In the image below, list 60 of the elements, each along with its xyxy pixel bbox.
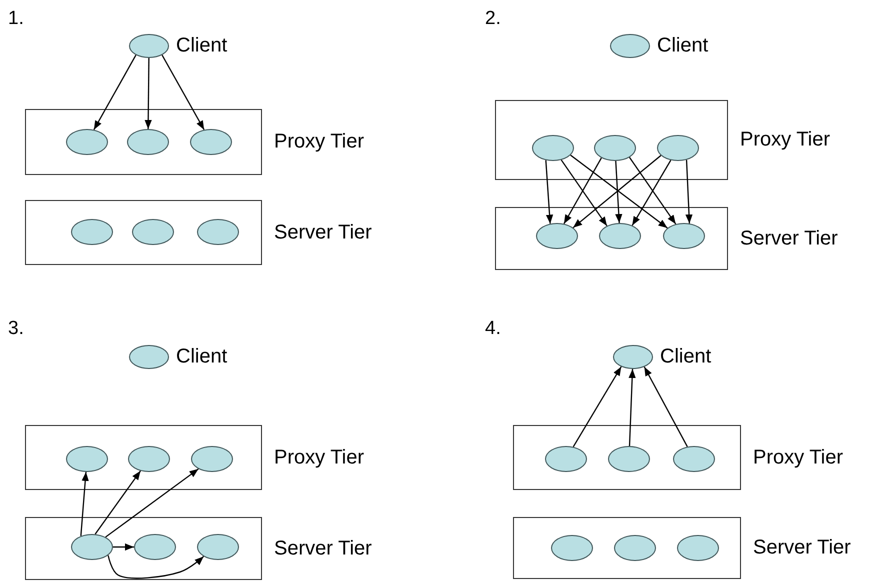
node-ellipse	[594, 135, 636, 161]
arrow	[80, 472, 89, 536]
node-ellipse	[128, 446, 170, 472]
arrow	[162, 54, 205, 130]
arrow	[572, 366, 622, 448]
node-ellipse	[610, 34, 650, 58]
panel-number: 4.	[485, 318, 501, 340]
tier-label: Proxy Tier	[274, 130, 364, 154]
panel-number: 3.	[8, 318, 24, 340]
node-ellipse	[66, 446, 108, 472]
arrow	[545, 160, 554, 224]
node-ellipse	[129, 345, 169, 369]
tier-label: Proxy Tier	[740, 128, 830, 152]
node-ellipse	[608, 446, 650, 472]
node-ellipse	[190, 129, 232, 155]
arrow	[560, 160, 608, 226]
node-ellipse	[663, 223, 705, 249]
node-ellipse	[132, 219, 174, 245]
panel-number: 2.	[485, 8, 501, 30]
node-label: Client	[657, 34, 708, 58]
node-label: Client	[176, 346, 228, 368]
node-ellipse	[191, 446, 233, 472]
node-ellipse	[673, 446, 715, 472]
tier-label: Proxy Tier	[274, 446, 364, 469]
node-ellipse	[677, 535, 719, 561]
node-ellipse	[536, 223, 578, 249]
tier-label: Server Tier	[274, 537, 372, 560]
node-ellipse	[532, 135, 574, 161]
node-ellipse	[614, 535, 656, 561]
node-ellipse	[545, 446, 587, 472]
arrow	[93, 54, 136, 130]
arrow	[113, 543, 134, 551]
node-ellipse	[134, 534, 176, 560]
node-ellipse	[197, 219, 239, 245]
node-ellipse	[71, 219, 113, 245]
arrow	[615, 160, 622, 224]
arrow	[94, 470, 141, 534]
tier-label: Server Tier	[753, 536, 851, 560]
node-ellipse	[71, 534, 113, 560]
node-ellipse	[197, 534, 239, 560]
tier-label: Proxy Tier	[753, 446, 844, 469]
arrow	[644, 366, 688, 447]
arrow	[563, 158, 602, 224]
arrow	[108, 555, 204, 579]
arrow	[685, 160, 693, 224]
node-ellipse	[657, 135, 699, 161]
node-label: Client	[660, 346, 712, 368]
tier-label: Server Tier	[274, 221, 372, 244]
arrow	[105, 468, 199, 538]
panel-number: 1.	[8, 8, 24, 30]
tier-label: Server Tier	[740, 227, 838, 250]
node-ellipse	[599, 223, 641, 249]
arrow	[144, 58, 152, 129]
node-ellipse	[551, 535, 593, 561]
node-ellipse	[129, 34, 169, 58]
node-label: Client	[176, 34, 228, 58]
node-ellipse	[613, 345, 653, 369]
node-ellipse	[127, 129, 169, 155]
arrow	[628, 368, 636, 446]
node-ellipse	[66, 129, 108, 155]
